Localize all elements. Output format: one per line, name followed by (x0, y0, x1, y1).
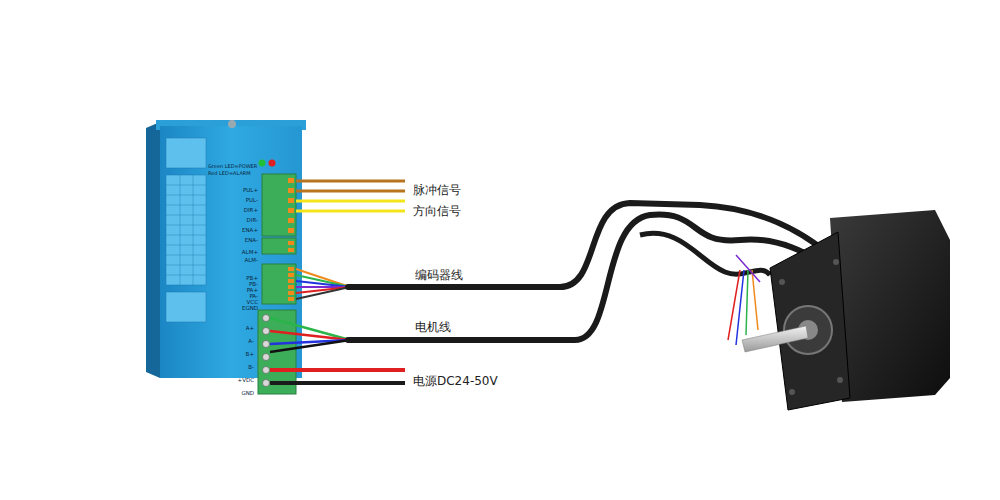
pin-name-holder: PUL+ (243, 177, 258, 196)
led-legend: Red LED=ALARM (208, 171, 251, 177)
led-legend-holder: Red LED=ALARM (208, 160, 251, 179)
motor-cable (348, 215, 835, 340)
pin-name: DIR- (247, 217, 258, 223)
direction-wire (296, 200, 405, 203)
wire-label: 脉冲信号 (413, 184, 461, 197)
pin-name: A- (248, 338, 254, 344)
pin-name: PUL+ (243, 187, 258, 193)
encoder-cable (348, 203, 830, 287)
terminal-screws (263, 315, 270, 387)
pin-name: EGND (242, 305, 258, 311)
pin-name: ENA+ (242, 227, 258, 233)
wire-label-holder: 脉冲信号 (413, 179, 461, 198)
pin-name: B+ (246, 351, 254, 357)
pin-name: ALM- (244, 257, 258, 263)
mount-hole (779, 279, 785, 285)
pin-name: VCC (247, 299, 258, 305)
note-panel (166, 292, 206, 322)
pulse-wire (296, 190, 405, 193)
wire-label: 编码器线 (415, 269, 463, 282)
pin-name: ALM+ (242, 249, 258, 255)
loose-wire-ends (728, 255, 760, 345)
motor-front-face (770, 232, 850, 410)
dip-switch-table (166, 138, 206, 168)
table-lines (166, 175, 206, 285)
mount-hole (837, 377, 843, 383)
screw (228, 120, 236, 128)
led-legend-holder: Green LED=POWER (208, 153, 257, 172)
pin-name: A+ (246, 325, 254, 331)
pin-name-holder: A+ (246, 315, 254, 334)
wire-label-holder: 编码器线 (415, 264, 463, 283)
pin-name: PA- (249, 293, 258, 299)
wire-label-holder: 电源DC24-50V (413, 370, 498, 389)
alarm-terminal (262, 238, 296, 254)
mount-hole (789, 389, 795, 395)
wire-label: 电机线 (415, 321, 451, 334)
mount-hole (833, 259, 839, 265)
signal-wires (296, 181, 405, 211)
stepper-motor (640, 210, 950, 410)
microstep-table (166, 175, 206, 285)
motor-wires (270, 318, 350, 352)
encoder-wires (296, 269, 350, 299)
power-led (259, 160, 266, 167)
pin-name: PB+ (246, 275, 258, 281)
terminal-blocks (258, 174, 296, 394)
direction-wire (296, 210, 405, 213)
alarm-led (269, 160, 276, 167)
power-wires (270, 370, 405, 383)
terminal-buttons (288, 178, 294, 301)
pin-name: PA+ (247, 287, 258, 293)
pulse-wire (296, 180, 405, 183)
wire-label-holder: 电机线 (415, 316, 451, 335)
pin-name: ENA- (245, 237, 258, 243)
motor-shaft (742, 326, 808, 352)
wire-label: 电源DC24-50V (413, 375, 498, 388)
pin-name: B- (248, 364, 254, 370)
pin-name: GND (241, 390, 254, 396)
pin-name: DIR+ (244, 207, 258, 213)
cable-loop (640, 233, 770, 275)
wire-label: 方向信号 (413, 205, 461, 218)
wire-label-holder: 方向信号 (413, 200, 461, 219)
pin-name: PB- (249, 281, 258, 287)
encoder-terminal (262, 264, 296, 304)
signal-terminal (262, 174, 296, 236)
led-legend: Green LED=POWER (208, 164, 257, 170)
pin-name: +VDC (238, 377, 254, 383)
pin-name: PUL- (246, 197, 258, 203)
driver-side (146, 122, 160, 378)
